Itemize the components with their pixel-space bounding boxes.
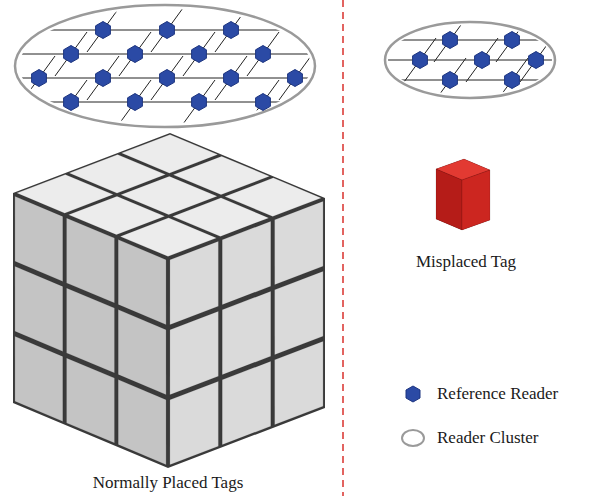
grid-line xyxy=(87,56,119,100)
cube-right-face xyxy=(170,241,219,325)
grid-line xyxy=(183,80,215,124)
reference-reader xyxy=(224,22,239,39)
grid-line xyxy=(119,32,151,76)
reference-reader xyxy=(443,32,458,49)
cluster-ellipse xyxy=(15,5,315,127)
grid-line xyxy=(247,32,279,76)
divider-line xyxy=(342,0,344,496)
grid-line xyxy=(55,32,87,76)
reference-reader xyxy=(256,94,271,111)
cube-body xyxy=(436,159,490,230)
reference-reader xyxy=(128,46,143,63)
reference-reader xyxy=(288,70,303,87)
cube-left-face xyxy=(15,196,63,281)
reference-reader xyxy=(413,52,428,69)
grid-line xyxy=(119,80,151,124)
reference-reader xyxy=(128,94,143,111)
cube-left-face xyxy=(15,336,63,421)
legend-ellipse xyxy=(402,430,424,446)
cube-right-face xyxy=(462,170,490,230)
reader-cluster xyxy=(385,18,555,102)
reference-reader xyxy=(505,72,520,89)
reference-reader xyxy=(192,46,207,63)
grid-line xyxy=(87,8,119,52)
cube-right-face xyxy=(170,381,219,465)
grid-line xyxy=(279,56,311,100)
cube-body xyxy=(13,133,325,468)
legend-hexagon xyxy=(406,386,420,402)
tag-cube xyxy=(13,133,325,468)
reference-reader xyxy=(505,32,520,49)
cube-left-face xyxy=(118,310,166,395)
reference-reader xyxy=(475,52,490,69)
grid-line xyxy=(247,80,279,124)
reference-reader xyxy=(160,70,175,87)
legend-text: Reference Reader xyxy=(437,384,558,404)
reference-reader xyxy=(96,22,111,39)
cube-left-face xyxy=(436,169,462,230)
legend-text: Reader Cluster xyxy=(437,428,539,448)
cube-right-face xyxy=(275,271,324,355)
misplaced-tag-cube xyxy=(436,159,490,230)
cube-right-face xyxy=(222,221,271,305)
caption-label: Misplaced Tag xyxy=(416,252,516,272)
cube-right-face xyxy=(275,341,324,425)
reference-reader xyxy=(256,46,271,63)
caption-label: Normally Placed Tags xyxy=(93,473,244,493)
cluster-ellipse xyxy=(385,22,555,98)
grid-line xyxy=(23,56,55,100)
cube-left-face xyxy=(67,358,115,443)
reference-reader xyxy=(443,72,458,89)
reference-reader xyxy=(529,52,544,69)
cube-right-face xyxy=(222,291,271,375)
grid-line xyxy=(466,38,498,82)
reference-reader xyxy=(192,94,207,111)
cube-right-face xyxy=(222,361,271,445)
cube-left-face xyxy=(67,288,115,373)
cube-left-face xyxy=(67,218,115,303)
cube-right-face xyxy=(275,201,324,285)
reader-cluster xyxy=(15,5,315,127)
reference-reader xyxy=(160,22,175,39)
grid-line xyxy=(183,32,215,76)
grid-line xyxy=(151,56,183,100)
cube-top-face xyxy=(121,135,217,174)
reference-reader xyxy=(32,70,47,87)
grid-line xyxy=(215,56,247,100)
grid-line xyxy=(385,80,555,81)
cube-left-face xyxy=(15,266,63,351)
grid-line xyxy=(151,8,183,52)
cube-left-face xyxy=(118,240,166,325)
reference-reader xyxy=(96,70,111,87)
grid-line xyxy=(385,40,555,41)
reference-reader xyxy=(224,70,239,87)
reference-reader xyxy=(64,46,79,63)
grid-line xyxy=(404,38,436,82)
cube-right-face xyxy=(170,311,219,395)
cube-left-face xyxy=(118,380,166,465)
reference-reader xyxy=(64,94,79,111)
